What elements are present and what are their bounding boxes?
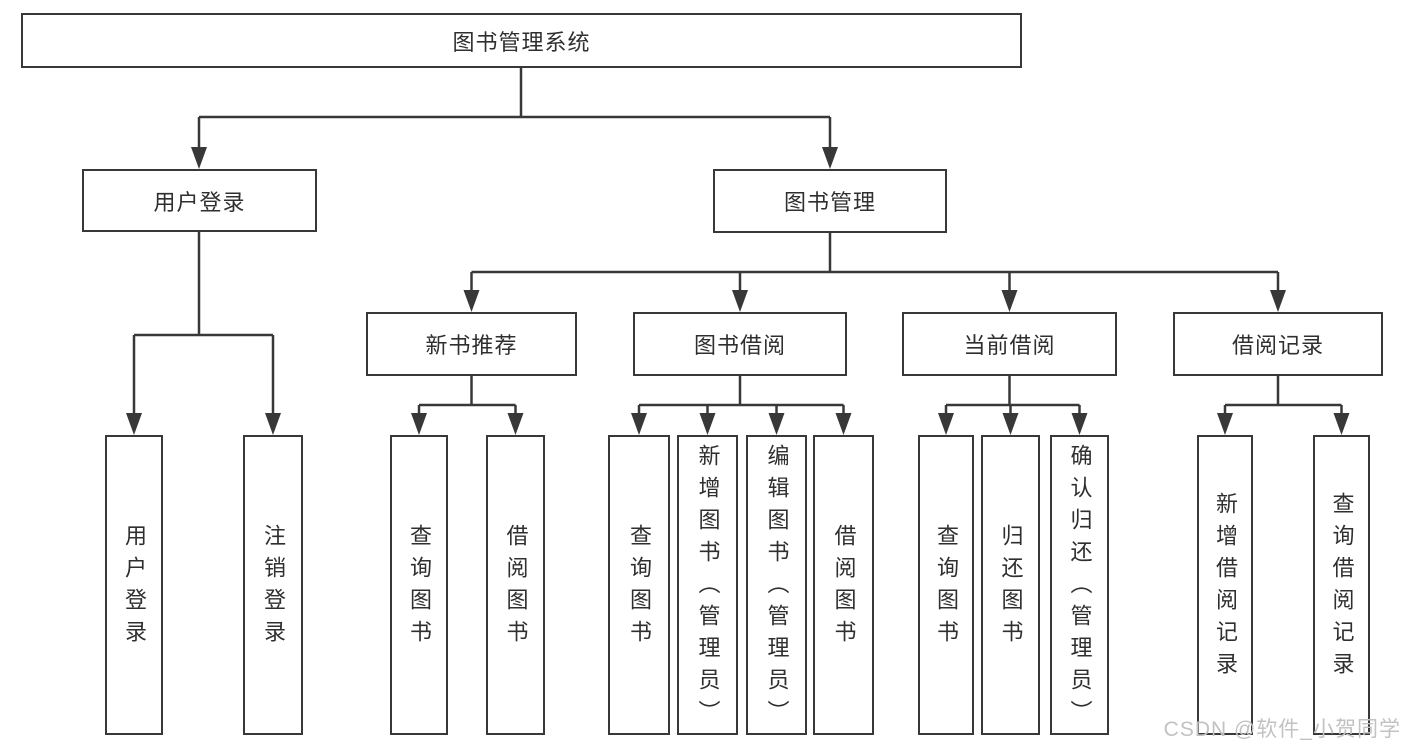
node-book-management: 图书管理 [713, 169, 947, 233]
node-borrow-records: 借阅记录 [1173, 312, 1383, 376]
leaf-current-query-books: 查询图书 [918, 435, 974, 735]
node-current-borrow: 当前借阅 [902, 312, 1117, 376]
leaf-recommend-borrow-books: 借阅图书 [486, 435, 545, 735]
node-user-login: 用户登录 [82, 169, 317, 232]
leaf-user-login: 用户登录 [105, 435, 163, 735]
leaf-edit-book-admin: 编辑图书（管理员） [746, 435, 807, 735]
leaf-query-borrow-record: 查询借阅记录 [1313, 435, 1370, 735]
leaf-add-borrow-record: 新增借阅记录 [1197, 435, 1253, 735]
csdn-watermark: CSDN @软件_小贺同学 [1163, 718, 1401, 741]
leaf-borrow-query-books: 查询图书 [608, 435, 670, 735]
arrowheads [126, 147, 1350, 435]
leaf-recommend-query-books: 查询图书 [390, 435, 448, 735]
leaf-return-books: 归还图书 [981, 435, 1040, 735]
leaf-borrow-books: 借阅图书 [813, 435, 874, 735]
node-root-system: 图书管理系统 [21, 13, 1022, 68]
leaf-logout: 注销登录 [243, 435, 303, 735]
node-new-book-recommend: 新书推荐 [366, 312, 577, 376]
leaf-confirm-return-admin: 确认归还（管理员） [1050, 435, 1109, 735]
node-book-borrow: 图书借阅 [633, 312, 847, 376]
leaf-add-book-admin: 新增图书（管理员） [677, 435, 738, 735]
